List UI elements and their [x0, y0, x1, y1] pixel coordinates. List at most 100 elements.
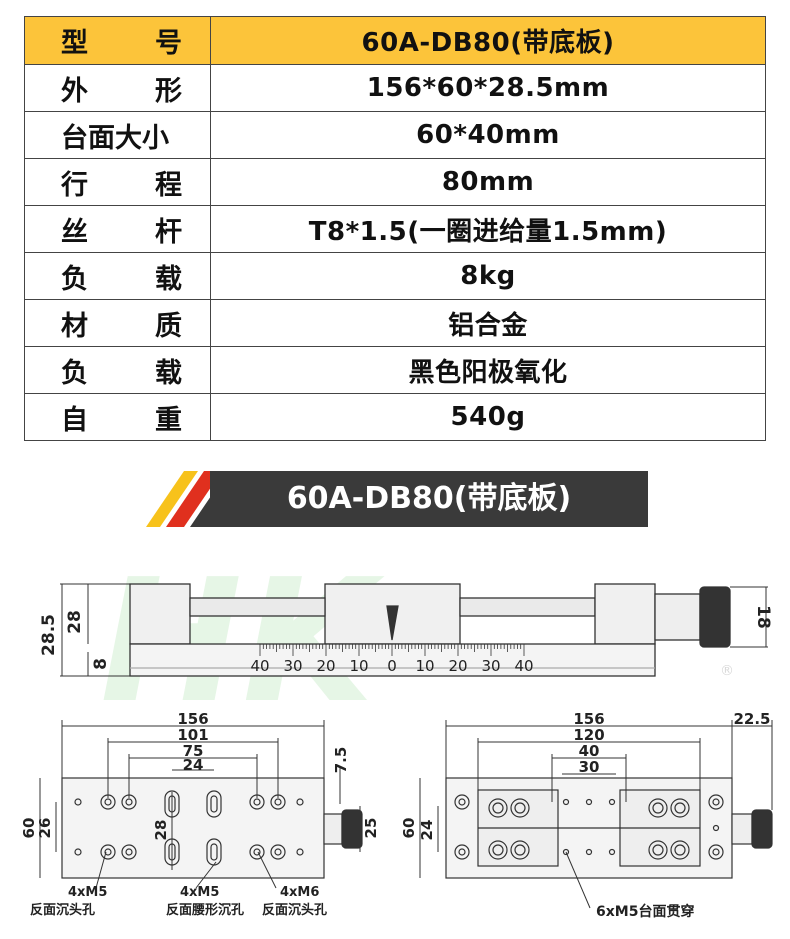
- counterbore-hole: [100, 844, 116, 860]
- spec-label-text: 自重: [61, 404, 182, 436]
- top-dim-120: 120: [573, 726, 604, 744]
- slot-hole-inner: [210, 795, 218, 813]
- hole-inner: [674, 802, 686, 814]
- counterbore-hole: [249, 844, 265, 860]
- hole-inner: [652, 802, 664, 814]
- scale-label: 30: [481, 657, 500, 675]
- hole-center: [458, 798, 466, 806]
- callout-2-line2: 反面腰形沉孔: [166, 902, 244, 918]
- hole-center: [104, 798, 112, 806]
- top-view: [445, 777, 773, 879]
- counterbore-hole: [121, 844, 137, 860]
- bottom-dims: [39, 720, 361, 878]
- top-dim-40: 40: [579, 742, 600, 760]
- hole-center: [125, 798, 133, 806]
- scale-label: 10: [349, 657, 368, 675]
- hole-inner: [514, 802, 526, 814]
- callout-3-line1: 4xM6: [280, 885, 319, 900]
- scale-label: 20: [316, 657, 335, 675]
- slot-hole: [206, 790, 222, 818]
- spec-label-text: 负载: [61, 357, 182, 389]
- side-dims: [60, 583, 768, 677]
- m5-hole: [608, 798, 616, 806]
- spec-row: 丝杆 T8*1.5(一圈进给量1.5mm): [24, 205, 766, 253]
- hole-center: [253, 848, 261, 856]
- spec-value: 8kg: [210, 252, 766, 300]
- hole-center: [253, 798, 261, 806]
- bottom-callouts: 4xM5 反面沉头孔 4xM5 反面腰形沉孔 4xM6 反面沉头孔: [30, 851, 327, 918]
- hole-center: [458, 848, 466, 856]
- top-dim-length: 156: [573, 710, 604, 728]
- spec-label: 负载: [24, 346, 211, 394]
- m5-hole: [562, 798, 570, 806]
- dim-7-5: 7.5: [332, 747, 350, 774]
- large-hole: [510, 840, 530, 860]
- spec-label: 丝杆: [24, 205, 211, 253]
- m5-hole: [585, 798, 593, 806]
- spec-label: 负载: [24, 252, 211, 300]
- small-hole: [296, 848, 304, 856]
- m5-hole: [562, 848, 570, 856]
- m5-hole: [608, 848, 616, 856]
- spec-label-text: 台面大小: [61, 122, 169, 154]
- side-view: [129, 583, 731, 677]
- spec-value: 铝合金: [210, 299, 766, 347]
- hole-inner: [652, 844, 664, 856]
- counterbore-hole: [708, 844, 724, 860]
- dim-75: 75: [183, 742, 204, 760]
- spec-row: 材质铝合金: [24, 299, 766, 347]
- dim-28: 28: [152, 820, 170, 841]
- scale-label: 30: [283, 657, 302, 675]
- svg-text:®: ®: [720, 663, 734, 679]
- small-hole: [296, 798, 304, 806]
- callout-2-line1: 4xM5: [180, 885, 219, 900]
- dim-body-height: 28: [65, 610, 85, 634]
- spec-value: 540g: [210, 393, 766, 441]
- dim-24: 24: [183, 756, 204, 774]
- scale-label: 0: [387, 657, 397, 675]
- counterbore-hole: [708, 794, 724, 810]
- spec-label-text: 丝杆: [61, 216, 182, 248]
- title-banner: 60A-DB80(带底板): [146, 471, 648, 527]
- hole-center: [712, 848, 720, 856]
- dim-width: 60: [20, 818, 38, 839]
- hole-center: [712, 798, 720, 806]
- callout-1-line1: 4xM5: [68, 885, 107, 900]
- spec-row: 负载黑色阳极氧化: [24, 346, 766, 394]
- top-dims: [419, 720, 773, 909]
- hole-center: [125, 848, 133, 856]
- large-hole: [670, 840, 690, 860]
- top-callout: 6xM5台面贯穿: [596, 903, 694, 920]
- large-hole: [510, 798, 530, 818]
- spec-value: 黑色阳极氧化: [210, 346, 766, 394]
- large-hole: [648, 840, 668, 860]
- dim-length: 156: [177, 710, 208, 728]
- top-dim-24: 24: [418, 820, 436, 841]
- dim-25: 25: [362, 818, 380, 839]
- callout-3-line2: 反面沉头孔: [262, 902, 327, 918]
- large-hole: [648, 798, 668, 818]
- scale-label: 40: [514, 657, 533, 675]
- spec-label: 型号: [24, 16, 211, 65]
- spec-label-text: 行程: [61, 169, 182, 201]
- small-hole: [74, 798, 82, 806]
- hole-inner: [674, 844, 686, 856]
- spec-label: 行程: [24, 158, 211, 206]
- callout-1-line2: 反面沉头孔: [30, 902, 95, 918]
- dim-knob-dia: 18: [753, 605, 773, 629]
- counterbore-hole: [454, 794, 470, 810]
- spec-value: T8*1.5(一圈进给量1.5mm): [210, 205, 766, 253]
- slot-hole-inner: [210, 843, 218, 861]
- spec-label: 自重: [24, 393, 211, 441]
- large-hole: [670, 798, 690, 818]
- spec-value: 60A-DB80(带底板): [210, 16, 766, 65]
- spec-label-text: 外形: [61, 75, 182, 107]
- top-dim-22-5: 22.5: [733, 710, 770, 728]
